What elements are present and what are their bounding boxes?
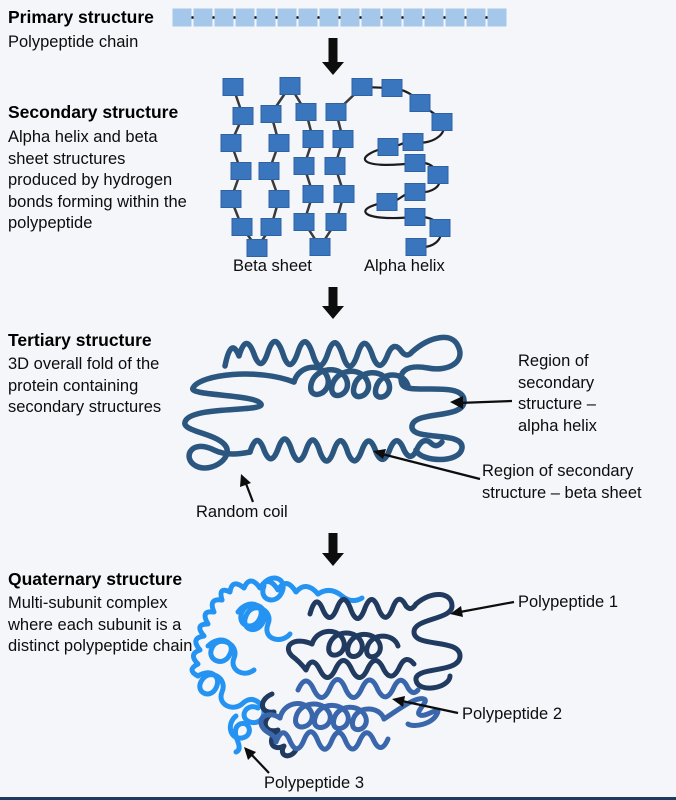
polypeptide-2-subunit (258, 677, 441, 752)
tertiary-description: 3D overall fold of the protein containin… (8, 355, 162, 416)
bottom-edge-strip (0, 797, 676, 800)
label-pointer-arrows (240, 396, 515, 774)
primary-subtitle: Polypeptide chain (8, 33, 139, 51)
beta-sheet-label: Beta sheet (233, 257, 312, 275)
polypeptide-1-label: Polypeptide 1 (518, 593, 618, 611)
quaternary-description: Multi-subunit complex where each subunit… (8, 594, 193, 655)
primary-chain-illustration (172, 8, 507, 27)
flow-down-arrows (322, 38, 344, 566)
primary-title: Primary structure (8, 7, 154, 27)
polypeptide-2-label: Polypeptide 2 (462, 705, 562, 723)
polypeptide-3-subunit (189, 575, 365, 755)
polypeptide-1-subunit (260, 592, 463, 759)
polypeptide-3-label: Polypeptide 3 (264, 774, 364, 792)
quaternary-title: Quaternary structure (8, 569, 183, 589)
random-coil-label: Random coil (196, 503, 288, 521)
secondary-description: Alpha helix and beta sheet structures pr… (8, 128, 187, 232)
alpha-helix-label: Alpha helix (364, 257, 445, 275)
tertiary-fold-illustration (182, 334, 467, 471)
beta-sheet-illustration (220, 77, 373, 257)
region-beta-sheet-label: Region of secondary structure – beta she… (482, 462, 642, 502)
alpha-helix-illustration (351, 78, 453, 256)
tertiary-title: Tertiary structure (8, 330, 152, 350)
secondary-title: Secondary structure (8, 102, 179, 122)
region-alpha-helix-label: Region of secondary structure – alpha he… (518, 352, 597, 435)
